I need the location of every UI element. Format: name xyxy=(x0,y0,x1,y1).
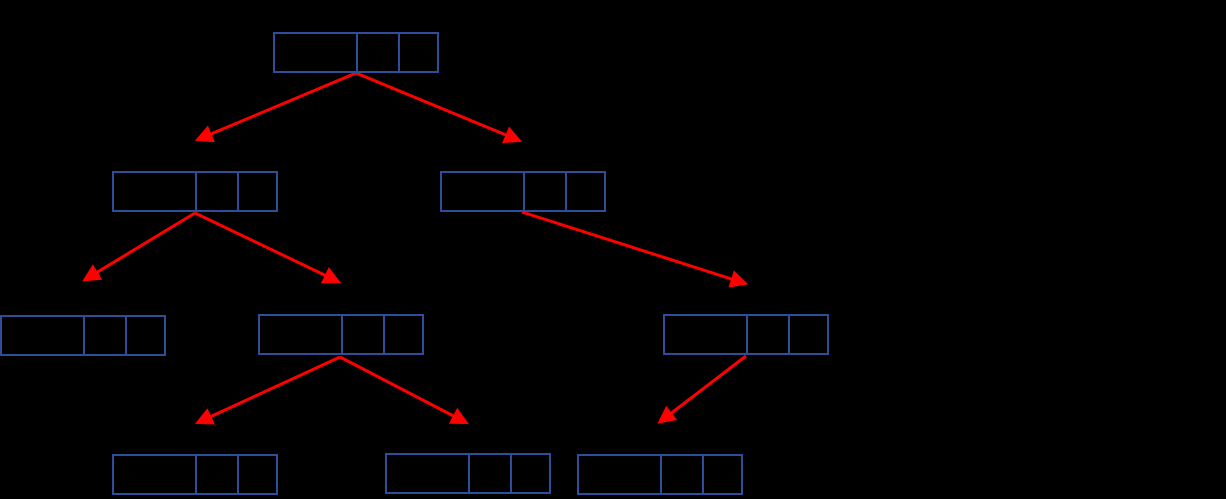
node-l3-mid xyxy=(258,314,424,355)
node-l3-left xyxy=(0,315,166,356)
node-l4-right-cell-divider-1 xyxy=(660,456,662,493)
node-l4-left-cell-divider-2 xyxy=(237,456,239,493)
node-l2-left-cell-divider-1 xyxy=(195,173,197,210)
edge-l2right-to-l3-right xyxy=(521,210,749,288)
edge-l3mid-to-l4-mid xyxy=(339,355,469,425)
node-l2-right xyxy=(440,171,606,212)
node-l2-left-cell-divider-2 xyxy=(237,173,239,210)
edge-root-to-l2-right xyxy=(355,71,523,144)
edge-l3right-to-l4-right xyxy=(657,354,747,424)
node-l3-left-cell-divider-2 xyxy=(125,317,127,354)
node-l3-right-cell-divider-1 xyxy=(746,316,748,353)
node-l3-right xyxy=(663,314,829,355)
node-l2-left xyxy=(112,171,278,212)
node-l4-mid xyxy=(385,453,551,494)
node-root-cell-divider-2 xyxy=(398,34,400,71)
node-root-cell-divider-1 xyxy=(356,34,358,71)
edge-l3mid-to-l4-left xyxy=(194,355,341,425)
node-l3-left-cell-divider-1 xyxy=(83,317,85,354)
node-l4-right-cell-divider-2 xyxy=(702,456,704,493)
node-l3-mid-cell-divider-1 xyxy=(341,316,343,353)
node-l3-mid-cell-divider-2 xyxy=(383,316,385,353)
node-l2-right-cell-divider-2 xyxy=(565,173,567,210)
node-l4-right xyxy=(577,454,743,495)
node-l4-left xyxy=(112,454,278,495)
edge-l2left-to-l3-left xyxy=(82,211,196,282)
node-l4-mid-cell-divider-1 xyxy=(468,455,470,492)
node-l3-right-cell-divider-2 xyxy=(788,316,790,353)
edge-root-to-l2-left xyxy=(194,71,357,143)
edge-l2left-to-l3-mid xyxy=(194,211,342,284)
node-l4-mid-cell-divider-2 xyxy=(510,455,512,492)
node-l2-right-cell-divider-1 xyxy=(523,173,525,210)
node-l4-left-cell-divider-1 xyxy=(195,456,197,493)
node-root xyxy=(273,32,439,73)
